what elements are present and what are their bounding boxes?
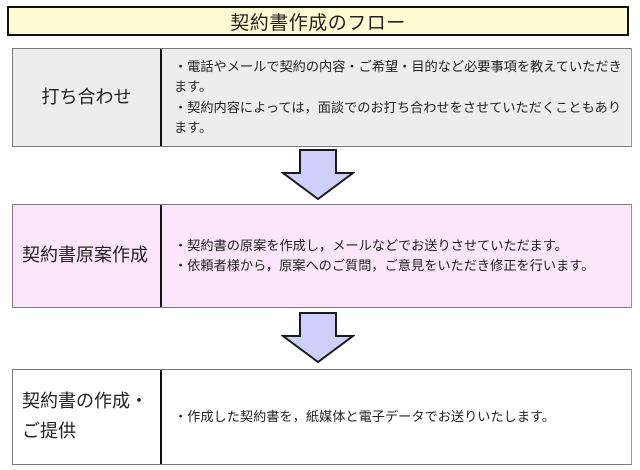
down-arrow-icon xyxy=(281,312,355,364)
step-draft-description: ・契約書の原案を作成し，メールなどでお送りさせていただます。 ・依頼者様から，原… xyxy=(162,205,631,307)
step-meeting-item: ・電話やメールで契約の内容・ご希望・目的など必要事項を教えていただきます。 xyxy=(174,59,622,96)
step-meeting: 打ち合わせ ・電話やメールで契約の内容・ご希望・目的など必要事項を教えていただき… xyxy=(12,48,632,147)
flow-title-text: 契約書作成のフロー xyxy=(230,11,406,34)
step-delivery-label: 契約書の作成・ ご提供 xyxy=(13,370,162,464)
flow-title: 契約書作成のフロー xyxy=(7,6,629,36)
step-meeting-label-text: 打ち合わせ xyxy=(41,86,132,108)
step-draft-item: ・依頼者様から，原案へのご質問，ご意見をいただき修正を行います。 xyxy=(174,259,595,274)
step-meeting-label: 打ち合わせ xyxy=(13,49,162,146)
down-arrow-icon xyxy=(281,149,355,201)
step-draft-item: ・契約書の原案を作成し，メールなどでお送りさせていただます。 xyxy=(174,238,568,254)
step-meeting-item: ・契約内容によっては，面談でのお打ち合わせをさせていただくこともあります。 xyxy=(174,100,622,137)
step-delivery-description: ・作成した契約書を，紙媒体と電子データでお送りいたします。 xyxy=(162,370,631,464)
step-delivery-label-line2: ご提供 xyxy=(22,421,76,442)
step-delivery-item: ・作成した契約書を，紙媒体と電子データでお送りいたします。 xyxy=(174,409,556,425)
step-draft-label: 契約書原案作成 xyxy=(13,205,162,307)
step-meeting-description: ・電話やメールで契約の内容・ご希望・目的など必要事項を教えていただきます。 ・契… xyxy=(162,49,631,146)
step-draft: 契約書原案作成 ・契約書の原案を作成し，メールなどでお送りさせていただます。 ・… xyxy=(12,204,632,308)
step-delivery: 契約書の作成・ ご提供 ・作成した契約書を，紙媒体と電子データでお送りいたします… xyxy=(12,369,632,465)
step-draft-label-text: 契約書原案作成 xyxy=(22,245,148,266)
step-delivery-label-line1: 契約書の作成・ xyxy=(22,391,148,412)
